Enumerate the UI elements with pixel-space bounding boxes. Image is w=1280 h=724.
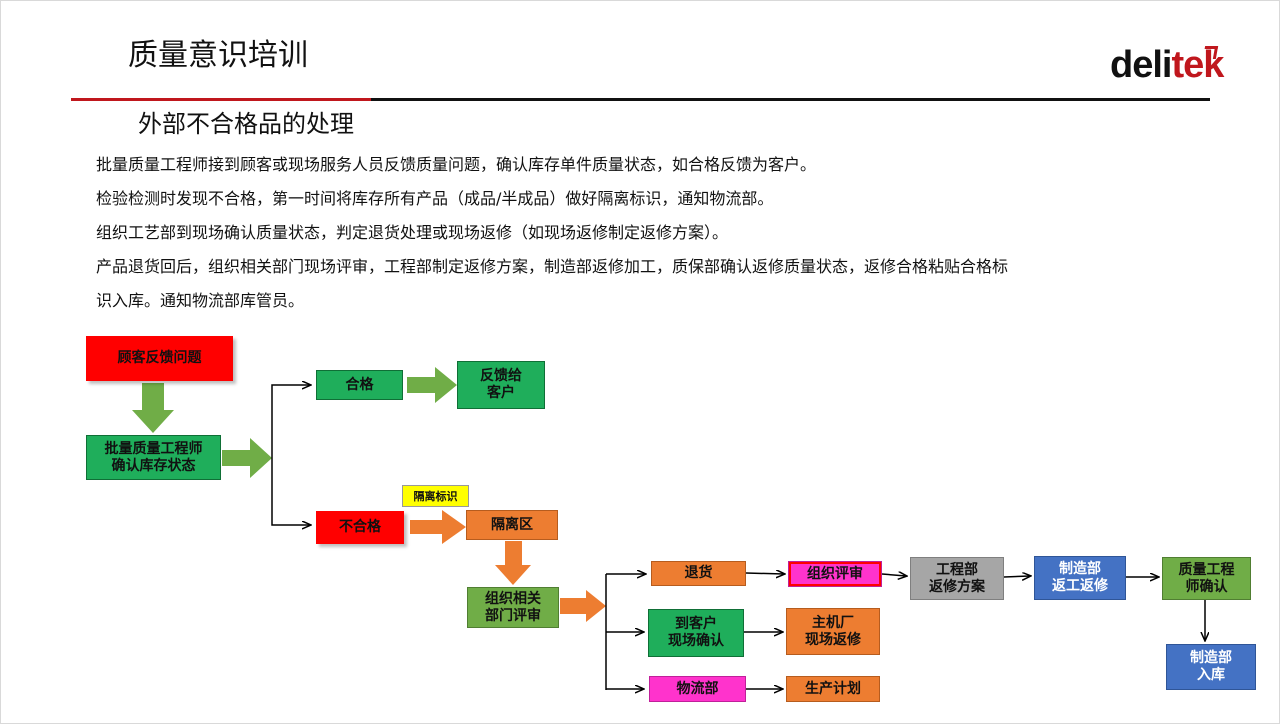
box-feedback-customer: 反馈给 客户 [457,361,545,409]
box-production-plan: 生产计划 [786,676,880,702]
logo-tick-icon [1202,46,1219,59]
paragraph-4: 产品退货回后，组织相关部门现场评审，工程部制定返修方案，制造部返修加工，质保部确… [96,257,1009,276]
body-text: 批量质量工程师接到顾客或现场服务人员反馈质量问题，确认库存单件质量状态，如合格反… [96,148,1186,318]
paragraph-2: 检验检测时发现不合格，第一时间将库存所有产品（成品/半成品）做好隔离标识，通知物… [96,189,774,208]
paragraph-1: 批量质量工程师接到顾客或现场服务人员反馈质量问题，确认库存单件质量状态，如合格反… [96,155,817,174]
brand-logo: delitek [1110,44,1224,87]
box-eng-plan: 工程部 返修方案 [910,557,1004,600]
box-org-review: 组织相关 部门评审 [467,587,559,628]
box-org-review-2: 组织评审 [788,561,882,587]
box-qe-confirm: 质量工程 师确认 [1162,557,1251,600]
logo-accent-text: tek [1171,44,1224,86]
page-title: 质量意识培训 [128,38,308,73]
box-oem-rework: 主机厂 现场返修 [786,608,880,655]
box-mfg-rework: 制造部 返工返修 [1034,556,1126,600]
badge-isolation-tag: 隔离标识 [402,485,469,507]
box-isolation-zone: 隔离区 [466,510,558,540]
paragraph-3: 组织工艺部到现场确认质量状态，判定退货处理或现场返修（如现场返修制定返修方案）。 [96,223,729,242]
box-engineer-confirm: 批量质量工程师 确认库存状态 [86,435,221,480]
box-mfg-store: 制造部 入库 [1166,644,1256,690]
box-onsite-confirm: 到客户 现场确认 [648,609,744,657]
box-customer-feedback: 顾客反馈问题 [86,336,233,381]
box-return-goods: 退货 [651,561,746,586]
box-logistics: 物流部 [649,676,746,702]
paragraph-5: 识入库。通知物流部库管员。 [96,291,305,310]
box-fail: 不合格 [316,511,404,544]
section-subtitle: 外部不合格品的处理 [138,110,354,138]
header-rule-black [371,98,1210,101]
box-pass: 合格 [316,370,403,400]
header-rule-red [71,98,371,101]
logo-main-text: deli [1110,44,1172,86]
